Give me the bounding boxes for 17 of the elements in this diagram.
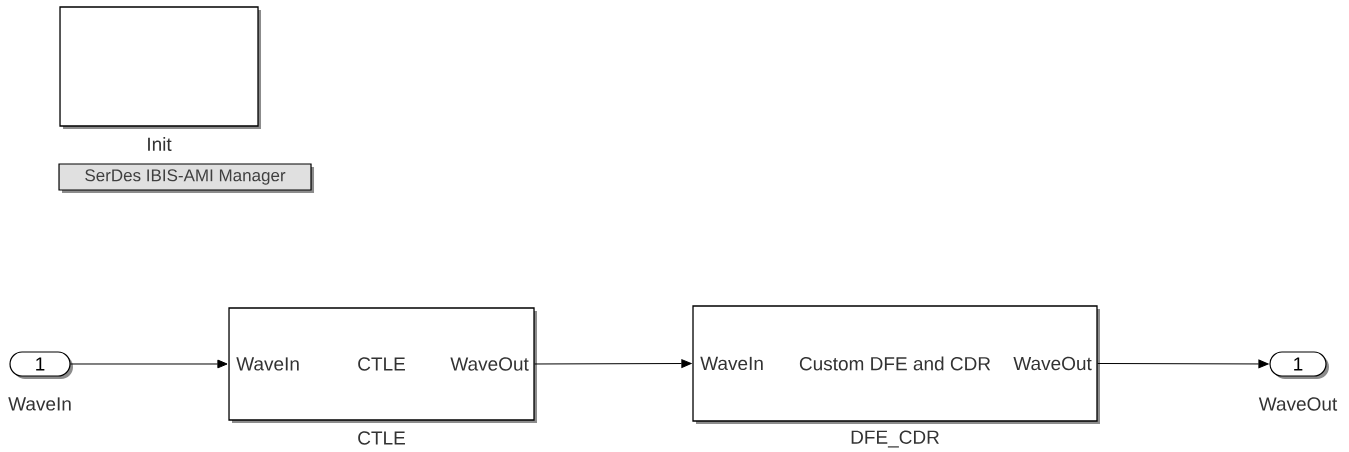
block-title: Custom DFE and CDR — [799, 356, 991, 371]
arrow — [70, 359, 228, 369]
arrow — [1097, 359, 1269, 369]
block-name: CTLE — [358, 431, 405, 445]
manager-button: SerDes IBIS-AMI Manager — [58, 163, 314, 193]
port-label: WaveOut — [450, 357, 529, 371]
block-name: DFE_CDR — [851, 430, 939, 448]
port-label: WaveIn — [700, 356, 763, 371]
port-label: WaveIn — [236, 357, 299, 371]
block-name: Init — [148, 137, 172, 151]
port-name: WaveIn — [8, 397, 71, 411]
port-block: 1 — [1269, 351, 1329, 379]
port-block: 1 — [9, 351, 73, 379]
port-label: WaveOut — [1013, 356, 1092, 371]
port-name: WaveOut — [1258, 397, 1338, 411]
block-title: CTLE — [358, 357, 405, 371]
arrow — [534, 359, 692, 368]
